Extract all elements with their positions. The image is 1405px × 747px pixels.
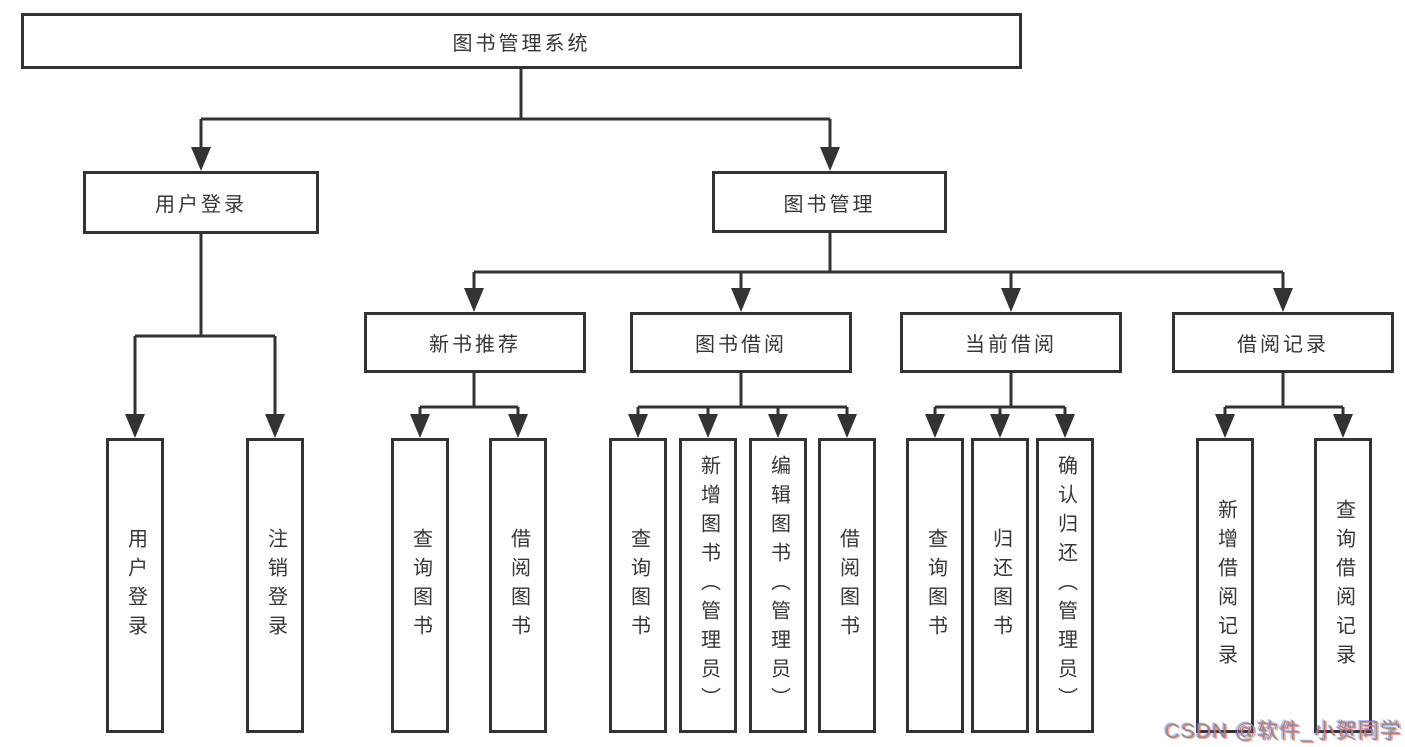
node-new-book-recommend: 新书推荐 — [364, 312, 586, 373]
leaf-borrow-book-recommend: 借阅图书 — [489, 438, 547, 733]
node-book-borrow: 图书借阅 — [630, 312, 852, 373]
leaf-query-book-recommend: 查询图书 — [391, 438, 449, 733]
leaf-logout: 注销登录 — [246, 438, 304, 733]
leaf-add-borrow-record-label: 新增借阅记录 — [1214, 498, 1237, 673]
node-current-borrow-label: 当前借阅 — [965, 334, 1057, 356]
leaf-query-borrow-record: 查询借阅记录 — [1314, 438, 1372, 733]
leaf-return-book: 归还图书 — [971, 438, 1029, 733]
leaf-query-book-current-label: 查询图书 — [924, 527, 947, 644]
node-borrow-record: 借阅记录 — [1172, 312, 1394, 373]
leaf-borrow-book-recommend-label: 借阅图书 — [507, 527, 530, 644]
leaf-query-book-borrow-label: 查询图书 — [627, 527, 650, 644]
leaf-add-book-admin: 新增图书（管理员） — [679, 438, 737, 733]
leaf-query-borrow-record-label: 查询借阅记录 — [1332, 498, 1355, 673]
leaf-query-book-recommend-label: 查询图书 — [409, 527, 432, 644]
node-book-management-label: 图书管理 — [783, 193, 876, 216]
leaf-confirm-return-admin: 确认归还（管理员） — [1036, 438, 1094, 733]
leaf-edit-book-admin-label: 编辑图书（管理员） — [767, 455, 790, 716]
csdn-watermark: CSDN @软件_小贺同学 — [1164, 720, 1402, 743]
leaf-borrow-book: 借阅图书 — [818, 438, 876, 733]
leaf-edit-book-admin: 编辑图书（管理员） — [749, 438, 807, 733]
node-new-book-recommend-label: 新书推荐 — [429, 334, 521, 356]
leaf-confirm-return-admin-label: 确认归还（管理员） — [1054, 455, 1077, 716]
node-book-management: 图书管理 — [712, 171, 947, 233]
leaf-borrow-book-label: 借阅图书 — [836, 527, 859, 644]
leaf-user-login: 用户登录 — [106, 438, 164, 733]
leaf-user-login-label: 用户登录 — [124, 527, 147, 644]
node-user-login: 用户登录 — [83, 171, 319, 234]
leaf-return-book-label: 归还图书 — [989, 527, 1012, 644]
node-root: 图书管理系统 — [21, 13, 1022, 69]
leaf-query-book-borrow: 查询图书 — [609, 438, 667, 733]
leaf-add-book-admin-label: 新增图书（管理员） — [697, 455, 720, 716]
node-root-label: 图书管理系统 — [452, 32, 591, 55]
node-borrow-record-label: 借阅记录 — [1237, 334, 1329, 356]
leaf-add-borrow-record: 新增借阅记录 — [1196, 438, 1254, 733]
node-user-login-label: 用户登录 — [155, 194, 247, 216]
leaf-query-book-current: 查询图书 — [906, 438, 964, 733]
node-book-borrow-label: 图书借阅 — [695, 334, 787, 356]
node-current-borrow: 当前借阅 — [900, 312, 1122, 373]
leaf-logout-label: 注销登录 — [264, 527, 287, 644]
